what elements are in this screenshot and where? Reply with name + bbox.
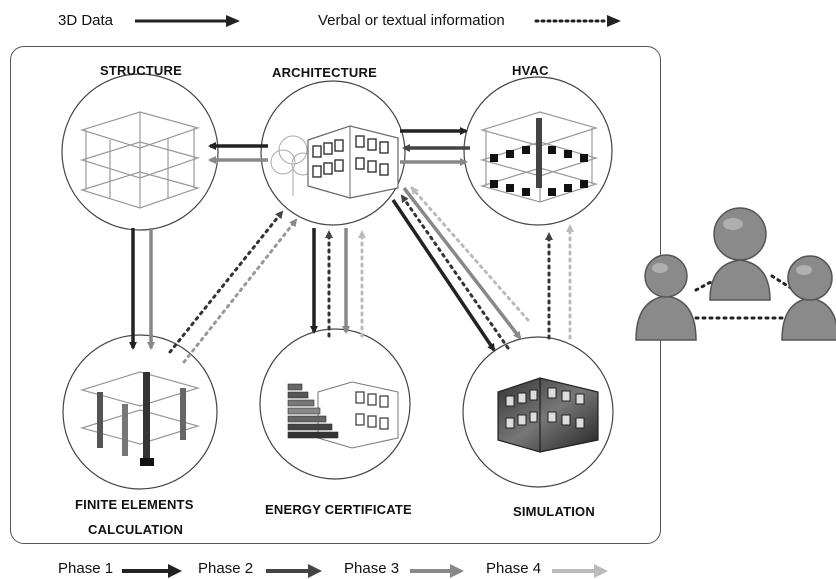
legend-3d-data-label: 3D Data xyxy=(58,12,114,29)
fem-illustration xyxy=(79,371,201,466)
energy-label: ENERGY CERTIFICATE xyxy=(265,502,412,517)
phase-4-label: Phase 4 xyxy=(486,560,542,577)
person-icon xyxy=(709,207,771,301)
phase-2-label: Phase 2 xyxy=(198,560,254,577)
arrow-arch-to-sim-p1 xyxy=(391,199,496,352)
phase-3-arrow xyxy=(410,564,464,578)
legend-verbal-arrow xyxy=(534,15,621,27)
hvac-illustration xyxy=(479,111,599,203)
arrow-arch-to-sim-p3 xyxy=(402,186,522,340)
simulation-label: SIMULATION xyxy=(513,504,595,519)
energy-illustration xyxy=(287,381,399,449)
phase-2-arrow xyxy=(266,564,322,578)
architecture-illustration xyxy=(270,125,399,199)
structure-label: STRUCTURE xyxy=(100,63,182,78)
fem-node xyxy=(62,334,218,490)
person-icon xyxy=(635,254,697,341)
phase-1-label: Phase 1 xyxy=(58,560,114,577)
person-icon xyxy=(781,255,836,341)
structure-illustration xyxy=(79,111,201,209)
hvac-label: HVAC xyxy=(512,63,549,78)
fem-label-line2: CALCULATION xyxy=(88,522,184,537)
phase-1-arrow xyxy=(122,564,182,578)
architecture-label: ARCHITECTURE xyxy=(272,65,377,80)
fem-label-line1: FINITE ELEMENTS xyxy=(75,497,194,512)
arrow-sim-to-arch-p4-dotted xyxy=(410,186,530,322)
phase-3-label: Phase 3 xyxy=(344,560,400,577)
arrow-fem-to-arch-p2-dotted xyxy=(168,210,284,354)
legend-verbal-label: Verbal or textual information xyxy=(318,12,505,29)
arrow-sim-to-arch-p2-dotted xyxy=(400,194,510,350)
arrow-fem-to-arch-p3-dotted xyxy=(182,218,298,364)
simulation-illustration xyxy=(497,377,599,453)
legend-3d-arrow xyxy=(135,15,240,27)
phase-4-arrow xyxy=(552,564,608,578)
